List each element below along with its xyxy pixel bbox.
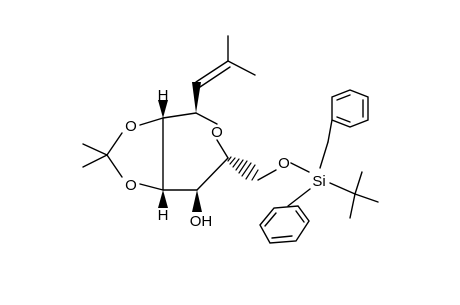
pyran-ring: [162, 112, 229, 191]
silicon-substituents: [287, 141, 379, 219]
wedge-c7a-h: [158, 190, 168, 208]
stereo-h-label-top: H: [158, 87, 169, 104]
bond-c4-o5: [195, 112, 218, 125]
bond-tbu-methyl-2: [354, 193, 379, 203]
acetonide-ring: [82, 117, 164, 191]
hydroxyl-label: OH: [190, 213, 213, 230]
atom-labels: O O O O Si OH H H: [125, 87, 326, 230]
oxygen-label-ring: O: [211, 124, 223, 141]
bond-si-phenyl-top: [319, 141, 329, 169]
methylpropenyl-group: [195, 35, 256, 88]
bond-methyl-right: [227, 60, 256, 76]
phenyl-ring-bottom: [259, 205, 310, 244]
bond-tbu-methyl-1: [354, 171, 363, 195]
bond-o-top-c3a: [139, 117, 164, 126]
bond-si-tbutyl: [329, 182, 356, 195]
bond-cme2-o-bottom: [106, 154, 123, 178]
stereo-bonds: [158, 82, 259, 212]
bond-c6-c7: [196, 157, 229, 191]
bond-methyl-2: [82, 154, 108, 168]
stereo-h-label-bottom: H: [158, 207, 169, 224]
silicon-label: Si: [312, 173, 325, 190]
bond-cme2-o-top: [106, 132, 123, 156]
bond-methyl-1: [82, 143, 108, 156]
silyl-ether-chain: [257, 162, 310, 181]
bond-vinyl-double-a: [195, 60, 229, 83]
bond-c3a-c4: [162, 112, 197, 119]
bond-o-bottom-c7a: [139, 183, 164, 191]
bond-ch2-o: [257, 169, 277, 181]
hash-c6-ch2: [227, 156, 259, 181]
oxygen-label-acetal-top: O: [125, 118, 137, 135]
bond-o5-c6: [216, 139, 229, 159]
wedge-c7-oh: [192, 190, 202, 212]
bond-vinyl-double-b: [199, 66, 231, 88]
bond-o-si: [290, 162, 310, 173]
bond-tbu-methyl-3: [349, 193, 356, 219]
oxygen-label-acetal-bottom: O: [125, 177, 137, 194]
oxygen-label-ether: O: [278, 155, 290, 172]
wedge-c3a-h: [158, 100, 168, 118]
wedge-c4-vinyl: [192, 82, 201, 113]
phenyl-ring-top: [327, 89, 369, 143]
bond-si-phenyl-bottom: [287, 188, 311, 207]
